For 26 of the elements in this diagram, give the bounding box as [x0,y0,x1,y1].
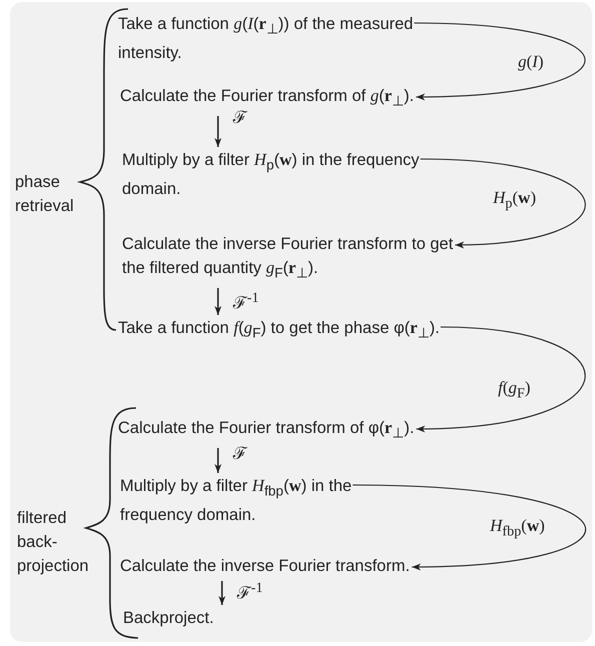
edge-label: ℱ$^{-1}$ [233,289,259,315]
step-text: Calculate the Fourier transform of φ(r$_{⊥}$). [118,416,414,446]
arrow [214,116,222,147]
arrow [214,448,222,473]
edge-label: ℱ [233,107,247,129]
edge-label: H$_{p}$(w) [493,187,536,214]
arrow [414,22,586,100]
step-text: Take a function g(I(r$_{⊥}$)) of the measured intensity. [118,12,456,66]
step-text: Backproject. [123,606,214,630]
step-text: Calculate the inverse Fourier transform to get the filtered quantity g$_{F}$(r$_{⊥}$). [122,232,474,286]
edge-label: ℱ$^{-1}$ [237,579,263,605]
arrow [218,581,226,605]
step-text: Calculate the inverse Fourier transform. [120,554,410,578]
edge-label: H$_{fbp}$(w) [490,515,545,542]
edge-label: g(I) [518,51,544,73]
step-text: Multiply by a filter H$_{p}$(w) in the frequency domain. [122,148,480,202]
arrow [420,158,586,248]
arrow [352,484,586,570]
arrow [214,288,222,315]
group-label: phase retrieval [15,172,75,217]
edge-label: f(g$_{F}$) [498,377,530,404]
step-text: Take a function f(g$_{F}$) to get the phase φ(r$_{⊥}$). [118,316,440,346]
edge-label: ℱ [233,443,247,465]
step-text: Multiply by a filter H$_{fbp}$(w) in the frequency domain. [120,474,408,528]
arrow [416,326,586,432]
group-label: filtered back-projection [17,508,90,577]
